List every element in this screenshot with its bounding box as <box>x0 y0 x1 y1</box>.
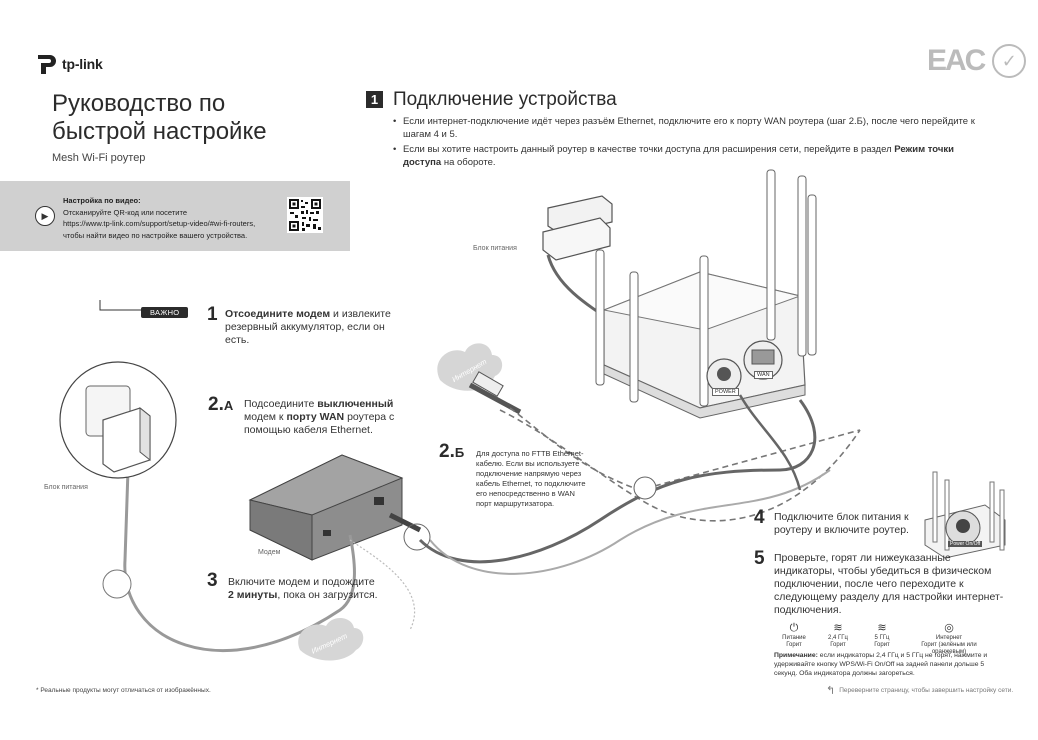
step-4-number: 4 <box>754 507 765 528</box>
access-point-mode-link: Режим точки доступа <box>403 144 954 168</box>
modem-label: Модем <box>258 549 281 556</box>
step-2a-text: Подсоедините выключенный модем к порту W… <box>244 398 395 436</box>
power-adapter-label-top: Блок питания <box>473 245 517 252</box>
tp-link-logo-icon <box>38 55 56 74</box>
step-3-number: 3 <box>207 570 218 591</box>
video-heading: Настройка по видео: <box>63 196 141 205</box>
section-title: Подключение устройства <box>393 89 617 110</box>
page-title: Руководство по быстрой настройке <box>52 90 267 145</box>
play-icon[interactable]: ▶ <box>35 206 55 226</box>
video-url[interactable]: https://www.tp-link.com/support/setup-vi… <box>63 219 256 228</box>
step-2b-text: Для доступа по FTTB Ethernet-кабелю. Есл… <box>476 449 586 508</box>
wan-port-label: WAN <box>754 371 773 379</box>
note-text: Примечание: если индикаторы 2,4 ГГц и 5 … <box>774 652 988 677</box>
step-5-number: 5 <box>754 548 765 569</box>
turn-page-icon: ↰ <box>826 685 836 697</box>
step-3-text: Включите модем и подождите 2 минуты, пок… <box>228 576 378 601</box>
page-subtitle: Mesh Wi-Fi роутер <box>52 152 146 164</box>
power-port-label: POWER <box>712 388 739 396</box>
step-1-text: Отсоедините модем и извлеките резервный … <box>225 308 391 346</box>
turn-page-hint: ↰ Переверните страницу, чтобы завершить … <box>826 685 1014 697</box>
internet-cloud-top <box>437 343 522 415</box>
certification-marks: EAC ✓ <box>927 44 1027 78</box>
bullet-access-point: Если вы хотите настроить данный роутер в… <box>393 144 983 169</box>
video-line3: чтобы найти видео по настройке вашего ус… <box>63 230 248 240</box>
brand-logo: tp-link <box>34 52 103 76</box>
video-setup-text: Настройка по видео: Отсканируйте QR-код … <box>63 195 293 241</box>
internet-indicator-icon: ◎ <box>944 622 954 634</box>
mesh-router <box>595 169 817 419</box>
router-mini <box>924 471 1006 559</box>
section-number: 1 <box>366 91 383 108</box>
video-line1: Отсканируйте QR-код или посетите <box>63 207 187 217</box>
wifi-2g-icon: ≋ <box>833 622 843 634</box>
power-button-label: Power On/Off <box>948 541 983 547</box>
step-4-text: Подключите блок питания к роутеру и вклю… <box>774 511 909 536</box>
internet-cloud-bottom <box>298 617 364 661</box>
modem <box>248 454 431 561</box>
certification-mark-icon: ✓ <box>992 44 1027 78</box>
brand-name: tp-link <box>62 56 103 72</box>
important-badge: ВАЖНО <box>141 307 189 318</box>
section-bullets: Если интернет-подключение идёт через раз… <box>393 116 983 172</box>
qr-code-icon[interactable] <box>287 197 323 233</box>
step-5-text: Проверьте, горят ли нижеуказанные индика… <box>774 552 1004 616</box>
step-2a-number: 2.А <box>208 394 234 415</box>
step-2b-number: 2.Б <box>439 441 465 462</box>
power-adapter-label-left: Блок питания <box>44 484 88 491</box>
wifi-5g-icon: ≋ <box>877 622 887 634</box>
power-indicator-icon: ⏻ <box>789 622 799 634</box>
bullet-ethernet: Если интернет-подключение идёт через раз… <box>393 116 983 141</box>
footnote: * Реальные продукты могут отличаться от … <box>36 687 211 694</box>
eac-mark: EAC <box>927 44 986 77</box>
step-1-number: 1 <box>207 304 218 325</box>
wall-outlet-zoom <box>59 300 179 479</box>
